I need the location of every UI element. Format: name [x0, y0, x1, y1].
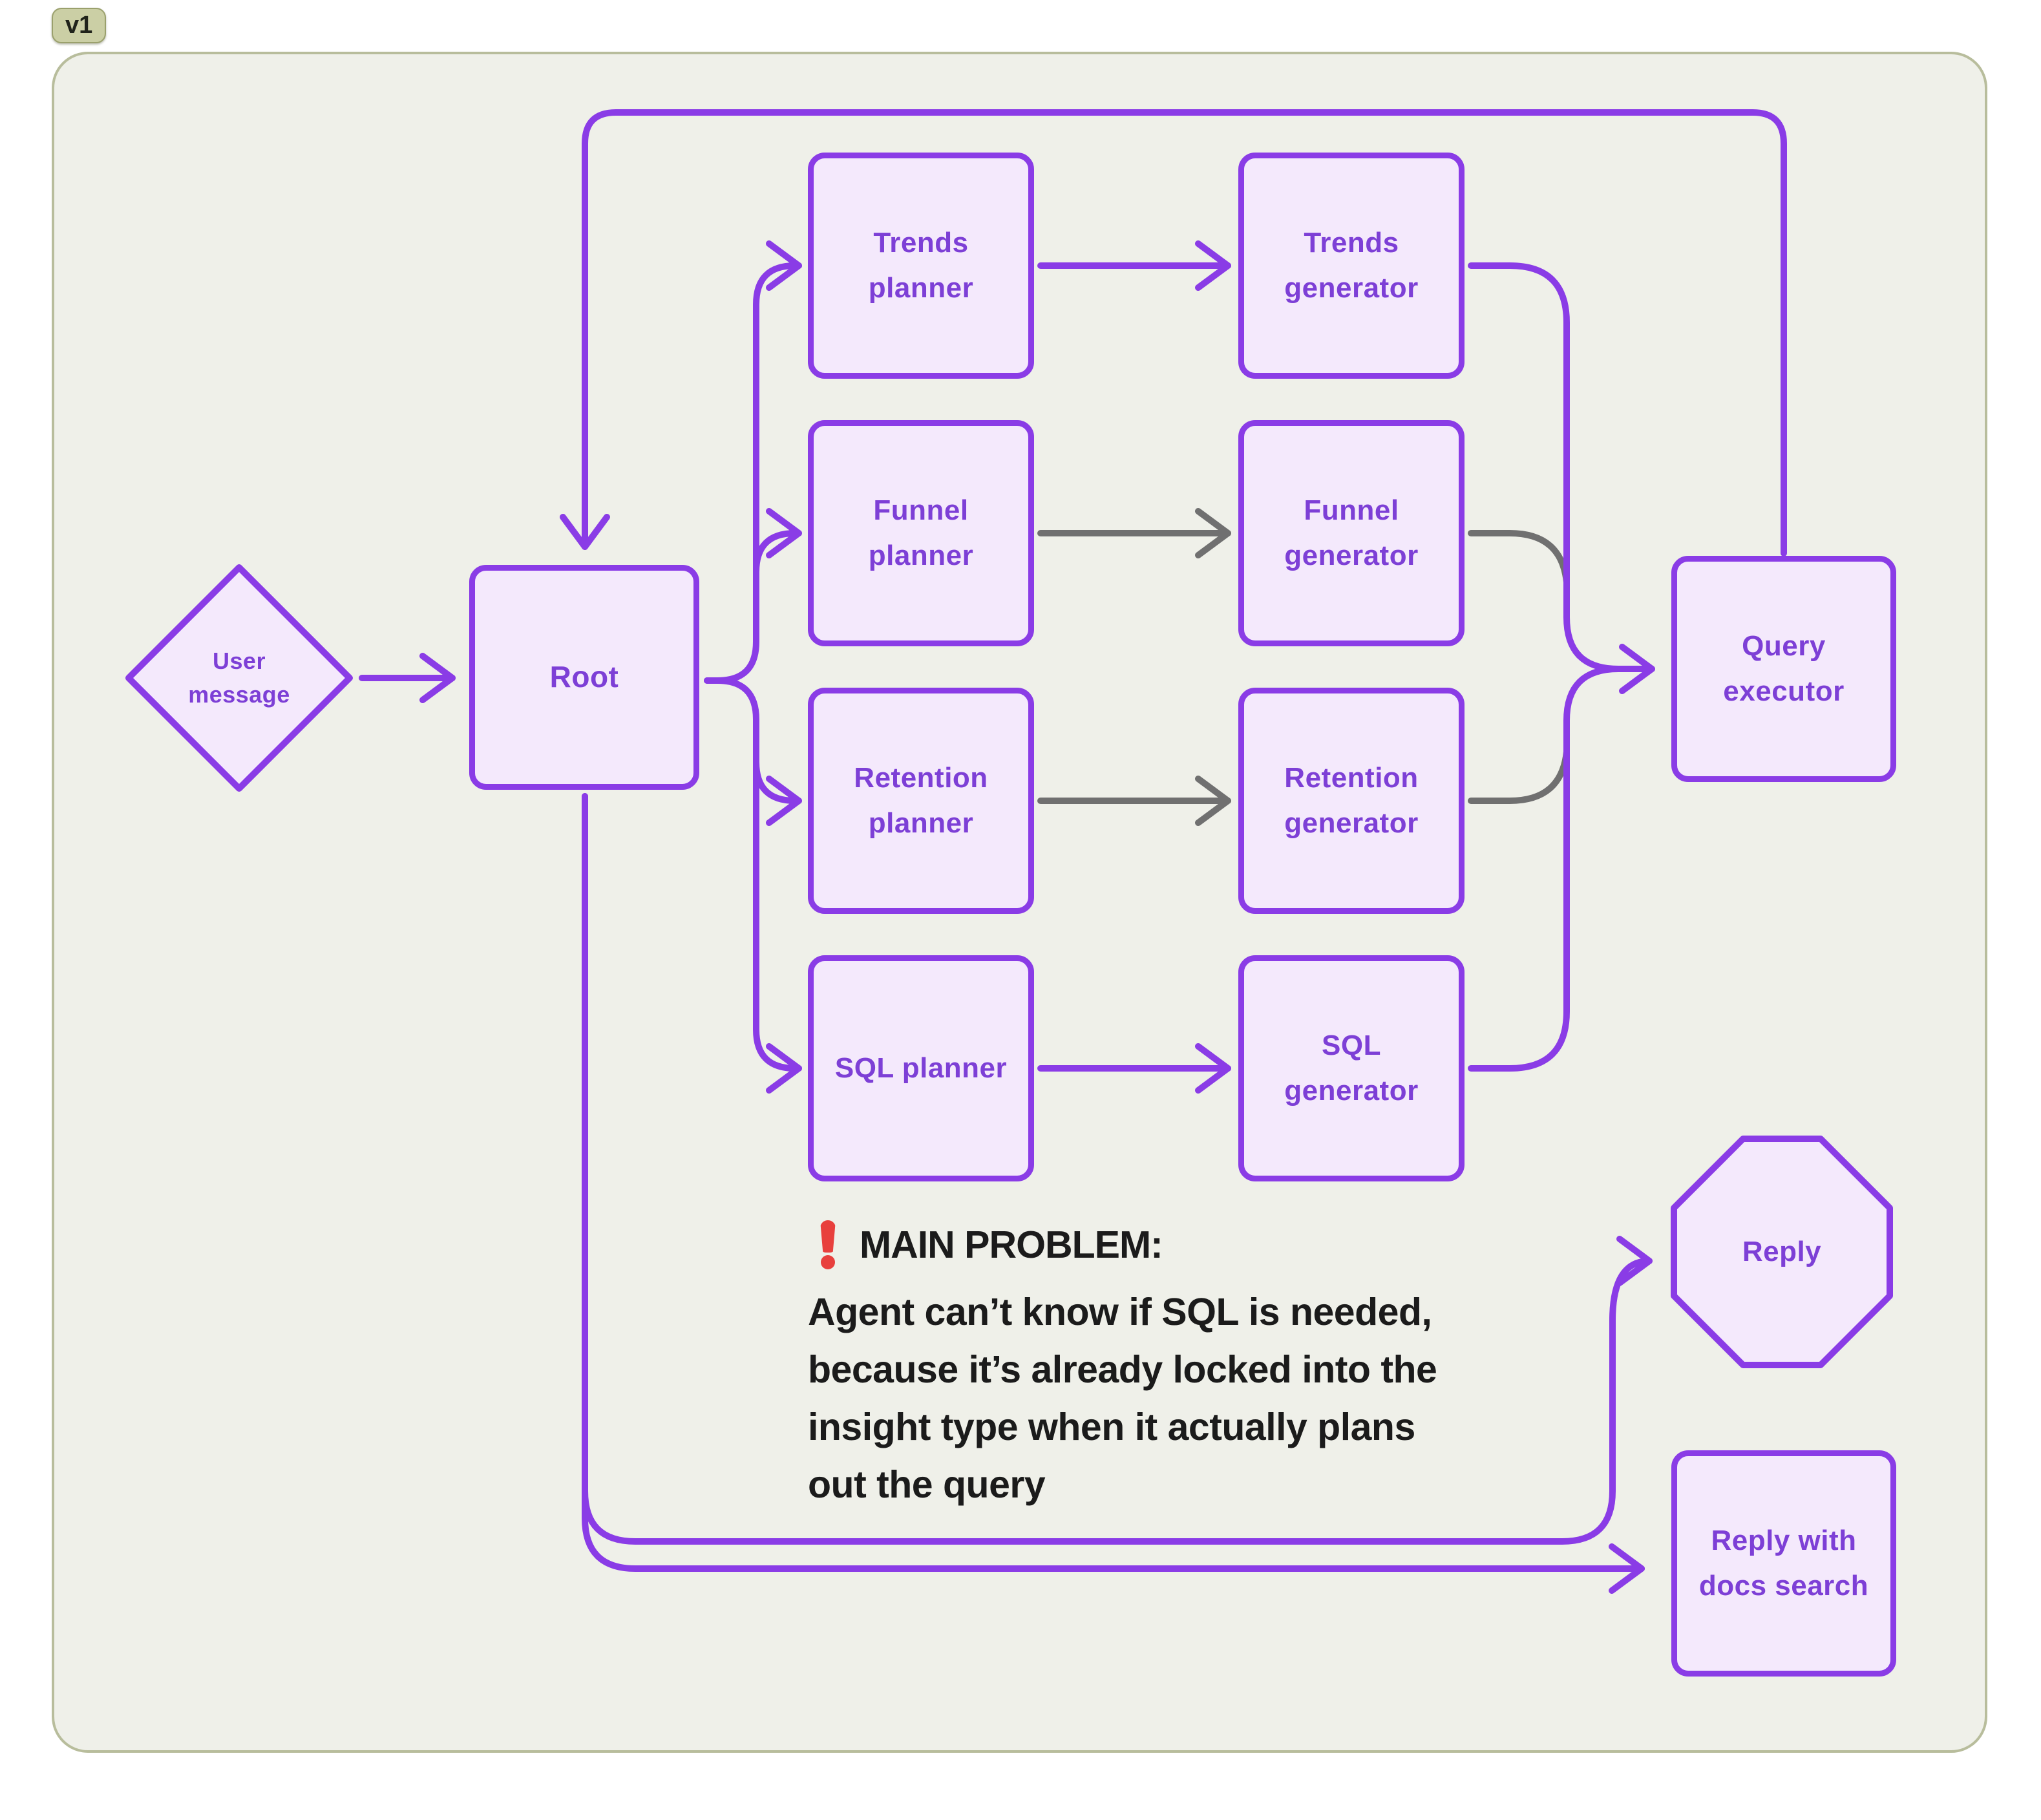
- node-label: Reply: [1742, 1235, 1822, 1267]
- version-badge[interactable]: v1: [52, 8, 107, 43]
- main-problem-heading: MAIN PROBLEM:: [808, 1214, 1609, 1276]
- node-label: Root: [549, 660, 619, 694]
- node-label: Trends planner: [868, 226, 974, 304]
- node-retention-planner[interactable]: Retention planner: [808, 688, 1034, 914]
- node-reply-label: Reply: [1674, 1139, 1890, 1365]
- edge-trends-generator-to-executor: [1468, 262, 1622, 672]
- main-problem-body: Agent can’t know if SQL is needed, becau…: [808, 1291, 1437, 1506]
- node-query-executor[interactable]: Query executor: [1671, 556, 1896, 782]
- node-sql-generator[interactable]: SQL generator: [1238, 955, 1465, 1181]
- node-funnel-generator[interactable]: Funnel generator: [1238, 420, 1465, 646]
- node-label: User message: [188, 647, 290, 708]
- node-label: Retention generator: [1284, 761, 1419, 839]
- node-label: Reply with docs search: [1698, 1524, 1869, 1602]
- node-trends-generator[interactable]: Trends generator: [1238, 153, 1465, 379]
- node-reply-shape[interactable]: [1671, 1136, 1893, 1368]
- node-label: Funnel generator: [1284, 494, 1419, 571]
- node-label: Funnel planner: [868, 494, 974, 571]
- exclamation-icon: [818, 1220, 838, 1269]
- edge-funnel-generator-merge: [1468, 530, 1570, 586]
- node-user-message-label: User message: [129, 565, 350, 791]
- node-root[interactable]: Root: [469, 565, 699, 790]
- node-label: SQL generator: [1284, 1029, 1419, 1106]
- edge-sql-generator-to-executor: [1468, 644, 1655, 1072]
- node-label: Trends generator: [1284, 226, 1419, 304]
- node-label: SQL planner: [834, 1052, 1008, 1084]
- node-reply-with-docs[interactable]: Reply with docs search: [1671, 1450, 1896, 1677]
- edge-retention-generator-merge: [1468, 748, 1570, 804]
- main-problem-title: MAIN PROBLEM:: [860, 1223, 1163, 1266]
- edge-root-to-funnel-planner: [753, 508, 802, 575]
- edge-root-to-retention-planner: [753, 759, 802, 826]
- main-problem-annotation: MAIN PROBLEM: Agent can’t know if SQL is…: [808, 1214, 1609, 1514]
- edge-root-to-trends-planner: [704, 240, 802, 684]
- edge-root-to-reply-docs: [582, 793, 1645, 1594]
- node-label: Query executor: [1723, 630, 1845, 707]
- node-funnel-planner[interactable]: Funnel planner: [808, 420, 1034, 646]
- edge-root-to-sql-planner: [704, 677, 802, 1094]
- node-sql-planner[interactable]: SQL planner: [808, 955, 1034, 1181]
- node-trends-planner[interactable]: Trends planner: [808, 153, 1034, 379]
- edge-executor-to-root-loop: [560, 109, 1787, 556]
- node-user-message-shape[interactable]: [125, 564, 353, 792]
- node-retention-generator[interactable]: Retention generator: [1238, 688, 1465, 914]
- edge-root-to-reply: [582, 793, 1653, 1545]
- node-label: Retention planner: [854, 761, 988, 839]
